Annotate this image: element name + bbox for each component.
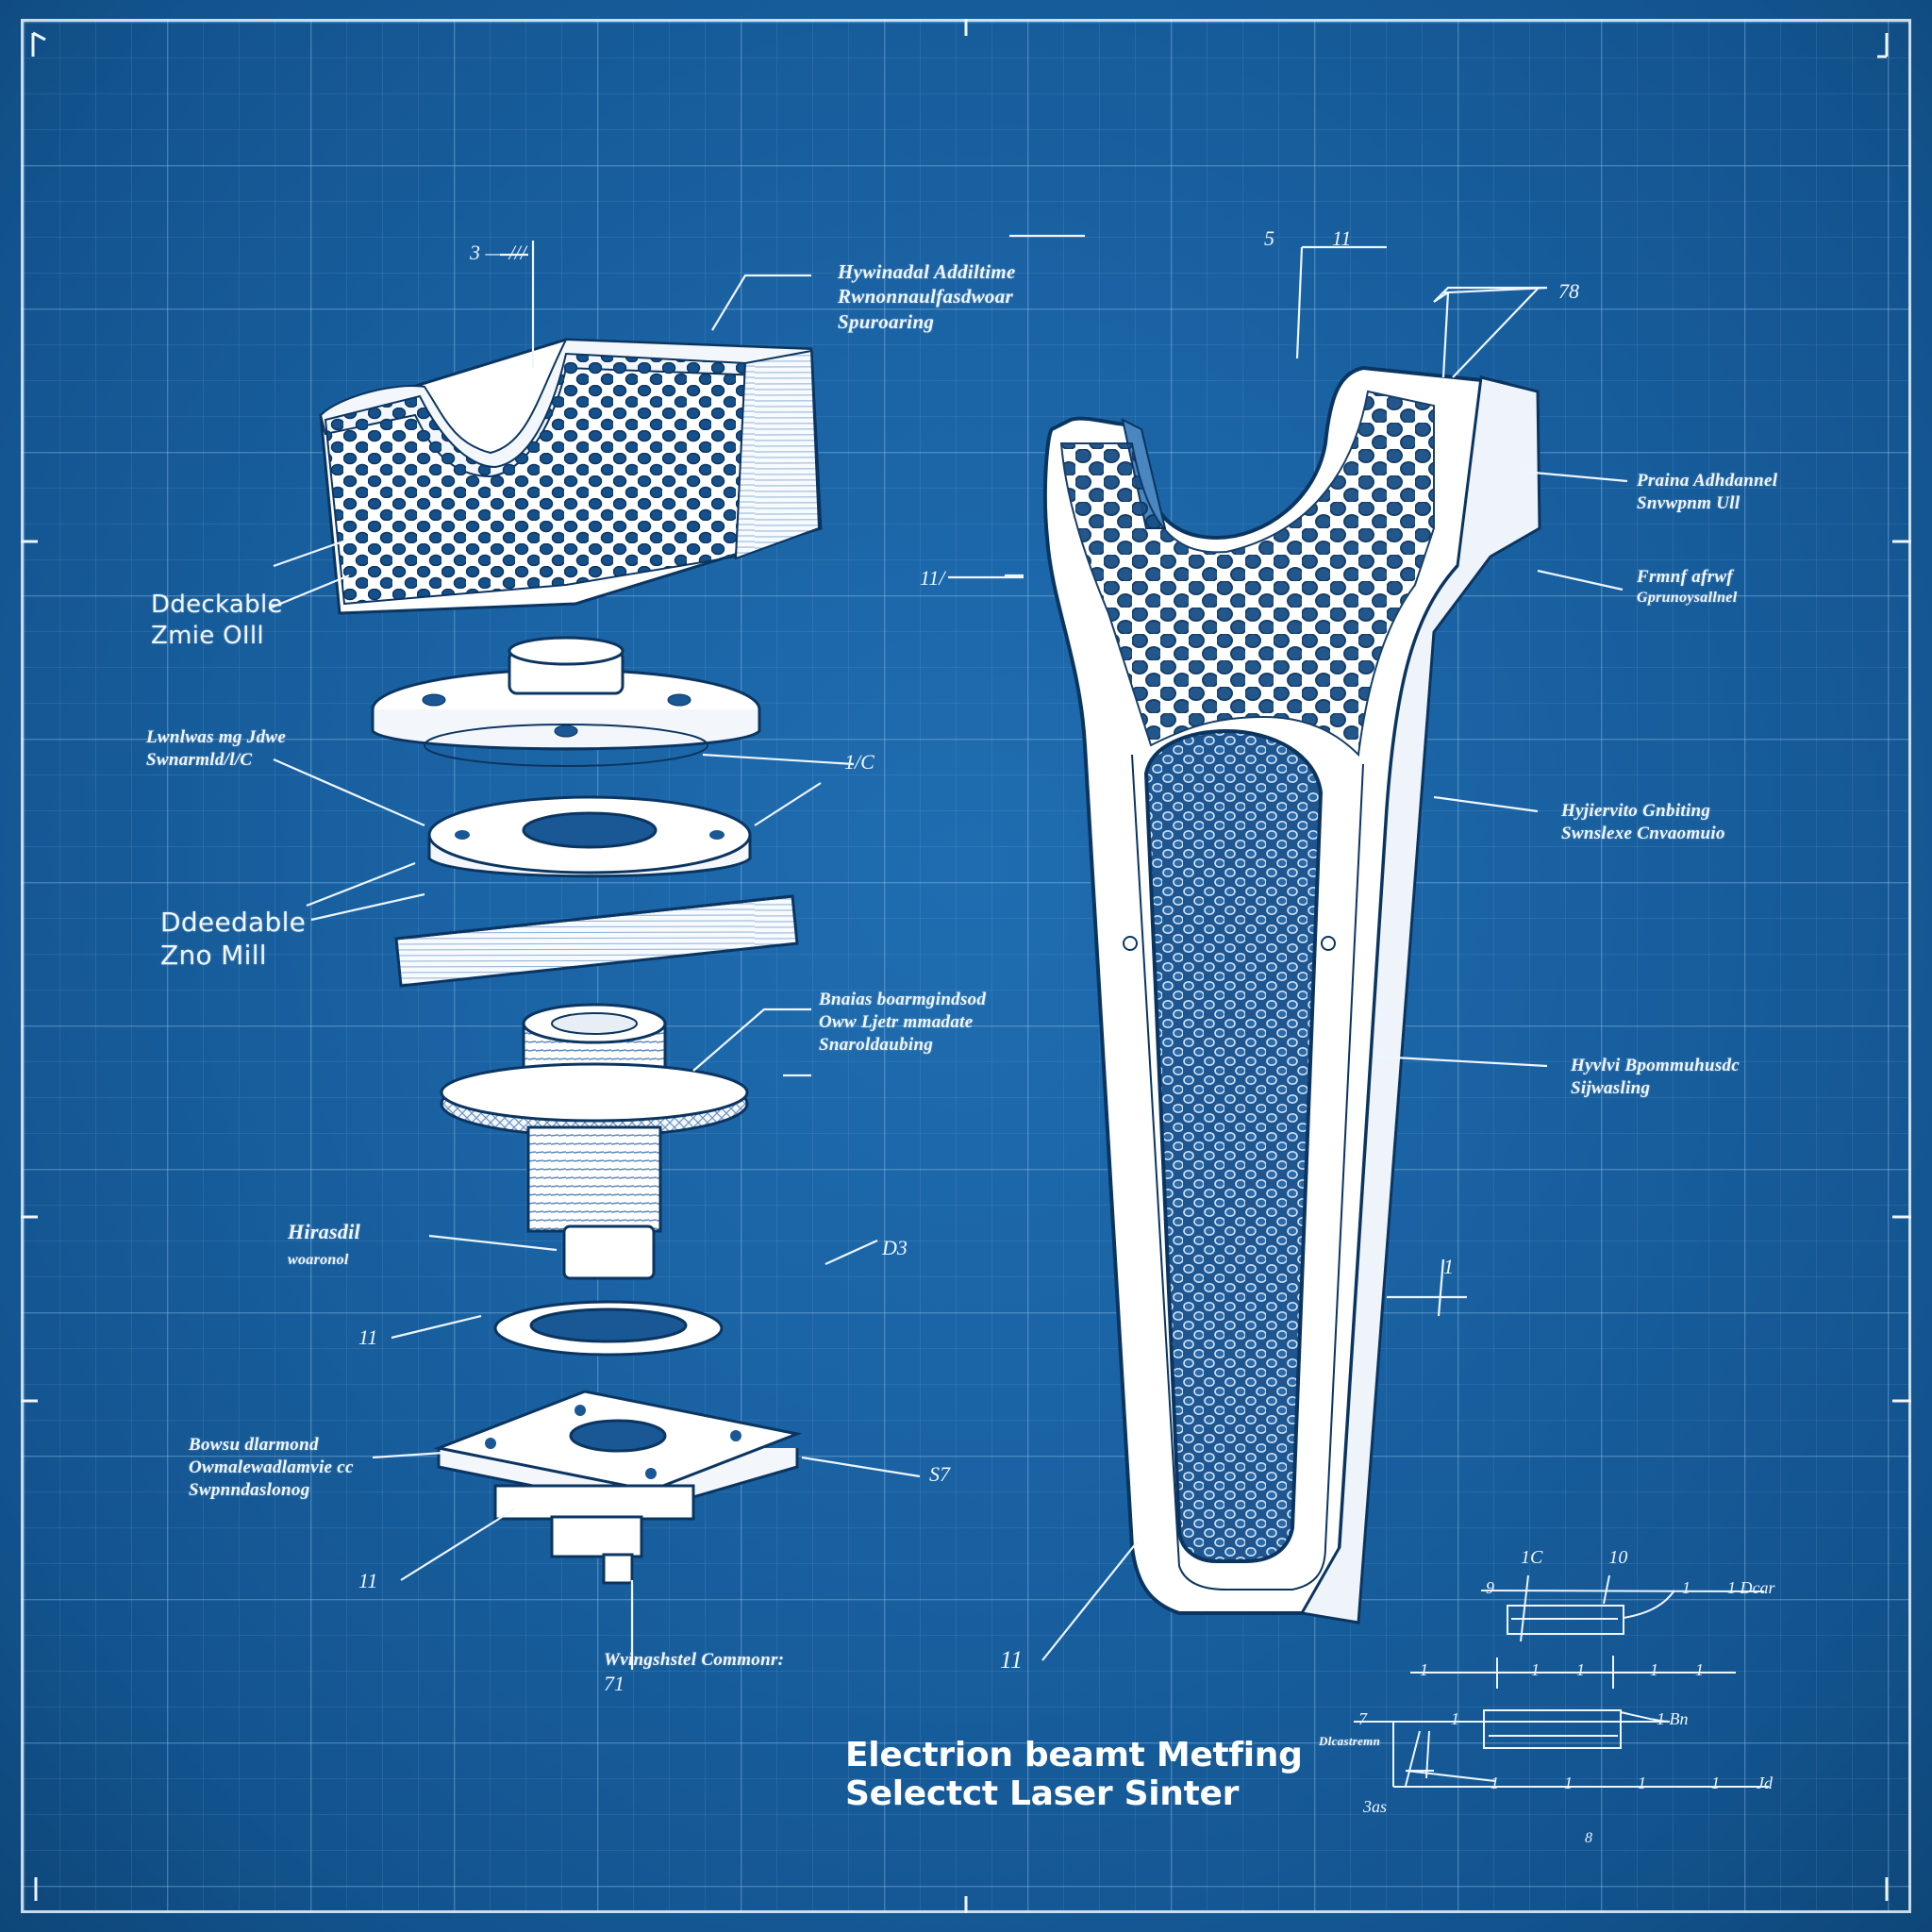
washer-part [493, 1300, 724, 1357]
label-line: Spuroaring [838, 309, 935, 333]
dim-value: Jd [1757, 1774, 1773, 1792]
label-line: Bnaias boarmgindsod [819, 990, 987, 1009]
schematic-row4-dims: 1 1 1 1 Jd [1491, 1774, 1773, 1793]
dimension-implant-right: 1 [1443, 1255, 1454, 1278]
bone-implant-part [1042, 365, 1541, 1624]
label-line: Lwnlwas mg Jdwe [146, 727, 287, 747]
label-bushing: Bnaias boarmgindsod Oww Ljetr mmadate Sn… [819, 989, 986, 1056]
dim-value: 1 [1451, 1709, 1459, 1728]
caption-line-ebm: Electrion beamt Metfing [845, 1736, 1303, 1774]
label-line: Bowsu dlarmond [189, 1435, 319, 1455]
leader-lines [268, 234, 1628, 1670]
dimension-disc-right: 1/C [844, 750, 874, 774]
label-degradable-zinc-upper: Ddeckable Zmie OIll [151, 590, 283, 651]
label-line: woaronol [288, 1251, 349, 1268]
dim-value: 11 [1332, 226, 1352, 250]
label-line: Praina Adhdannel [1637, 471, 1778, 491]
dimension-top-right: 5 11 [1264, 226, 1351, 251]
dim-value: 10 [1608, 1547, 1628, 1568]
label-shaft: Hirasdil woaronol [288, 1219, 360, 1270]
label-line: Snaroldaubing [819, 1034, 934, 1055]
dimension-shaft-right: D3 [882, 1236, 908, 1259]
schematic-row2-dims: 1 1 1 1 1 [1420, 1660, 1704, 1680]
dim-value: 1 [1695, 1660, 1704, 1679]
dimension-bottom-center: 71 [604, 1672, 625, 1695]
dim-value: 1 [1576, 1660, 1585, 1679]
slab-part [394, 894, 799, 988]
label-line: Swnslexe Cnvaomuio [1561, 823, 1725, 843]
dimension-washer-left: 11 [358, 1325, 378, 1349]
dimension-implant-bottom: 11 [1000, 1646, 1024, 1674]
label-hybrid-gradient: Hyjiervito Gnbiting Swnslexe Cnvaomuio [1561, 800, 1725, 845]
dim-value: — [485, 241, 505, 264]
ring-part [427, 795, 752, 878]
label-line: Rwnonnaulfasdwoar [838, 285, 1014, 308]
dim-value: 1 [1711, 1774, 1720, 1792]
label-line: Swpnndaslonog [189, 1479, 310, 1500]
threaded-bushing-part [440, 1003, 749, 1280]
blueprint-grid [21, 19, 1911, 1913]
label-line: Frmnf afrwf [1637, 567, 1734, 587]
label-hybrid-biomimetic: Hyvlvi Bpommuhusdc Sijwasling [1571, 1055, 1740, 1100]
label-base-plate: Bowsu dlarmond Owmalewadlamvie cc Swpnnd… [189, 1434, 354, 1501]
dim-value: 1 [1650, 1660, 1658, 1679]
label-line: Snvwpnm Ull [1637, 492, 1740, 513]
label-line: Wvingshstel Commonr: [604, 1650, 785, 1670]
label-line: Zno Mill [160, 940, 267, 971]
dim-value: 3 [470, 241, 480, 264]
dim-value: /// [508, 241, 526, 264]
schematic-top-dims: 1C 10 [1521, 1547, 1627, 1569]
dimension-top-left: 3 — /// [470, 241, 526, 265]
schematic-bottom-dim: 8 [1585, 1830, 1592, 1846]
label-line: Oww Ljetr mmadate [819, 1011, 974, 1032]
dim-value: 1 [1727, 1578, 1736, 1597]
dimension-base-left: 11 [358, 1569, 378, 1592]
label-line: Sijwasling [1571, 1077, 1651, 1098]
base-plate-part [433, 1390, 803, 1585]
label-line: Hirasdil [288, 1220, 360, 1243]
label-line: Swnarmld/l/C [146, 749, 253, 770]
label-line: Hyvlvi Bpommuhusdc [1571, 1056, 1740, 1075]
dim-value: 1 [1682, 1578, 1690, 1597]
schematic-row3-dims: 7 1 1 Bn [1358, 1709, 1689, 1729]
dim-value: 1 [1531, 1660, 1540, 1679]
dim-value: 5 [1264, 226, 1274, 250]
dim-value: Bn [1669, 1709, 1689, 1728]
label-line: Gprunoysallnel [1637, 589, 1738, 606]
dim-value: Dcar [1740, 1578, 1775, 1597]
label-right-second: Frmnf afrwf Gprunoysallnel [1637, 566, 1737, 608]
label-line: Ddeckable [151, 591, 283, 619]
honeycomb-block-part [319, 338, 823, 615]
schematic-corner-dim: 3as [1363, 1797, 1388, 1816]
label-porous-additive: Praina Adhdannel Snvwpnm Ull [1637, 470, 1777, 515]
dimension-base-right: S7 [929, 1462, 950, 1486]
dim-value: 1 [1491, 1774, 1499, 1792]
label-line: Zmie OIll [151, 621, 264, 650]
label-line: Hyjiervito Gnbiting [1561, 801, 1711, 821]
dimension-implant-left: 11/ [920, 566, 945, 590]
label-line: Ddeedable [160, 907, 307, 938]
dim-value: 1 [1564, 1774, 1573, 1792]
border-ticks [21, 19, 1911, 1913]
label-line: Hywinadal Addiltime [838, 260, 1016, 283]
process-caption: Electrion beamt Metfing Selectct Laser S… [845, 1736, 1303, 1814]
schematic-row1-dims: 9 1 1 Dcar [1486, 1578, 1775, 1598]
label-line: Owmalewadlamvie cc [189, 1457, 354, 1477]
flange-disc-part [371, 636, 761, 767]
dim-value: 1 [1638, 1774, 1646, 1792]
dim-value: 1 [1657, 1709, 1665, 1728]
label-lower-mid: Lwnlwas mg Jdwe Swnarmld/l/C [146, 726, 286, 772]
label-schematic-tag: Dlcastremn [1319, 1734, 1381, 1748]
dim-value: 1 [1420, 1660, 1428, 1679]
dim-value: 9 [1486, 1578, 1494, 1597]
label-hybrid-additive: Hywinadal Addiltime Rwnonnaulfasdwoar Sp… [838, 259, 1016, 334]
dimension-schematic [1354, 1574, 1769, 1788]
dim-value: 1C [1521, 1547, 1543, 1568]
caption-line-sls: Selectct Laser Sinter [845, 1774, 1240, 1814]
dimension-top-right-tag: 78 [1558, 279, 1579, 303]
label-bottom-center: Wvingshstel Commonr: [604, 1649, 784, 1672]
label-degradable-zinc-mid: Ddeedable Zno Mill [160, 906, 306, 972]
dim-value: 7 [1358, 1709, 1367, 1728]
